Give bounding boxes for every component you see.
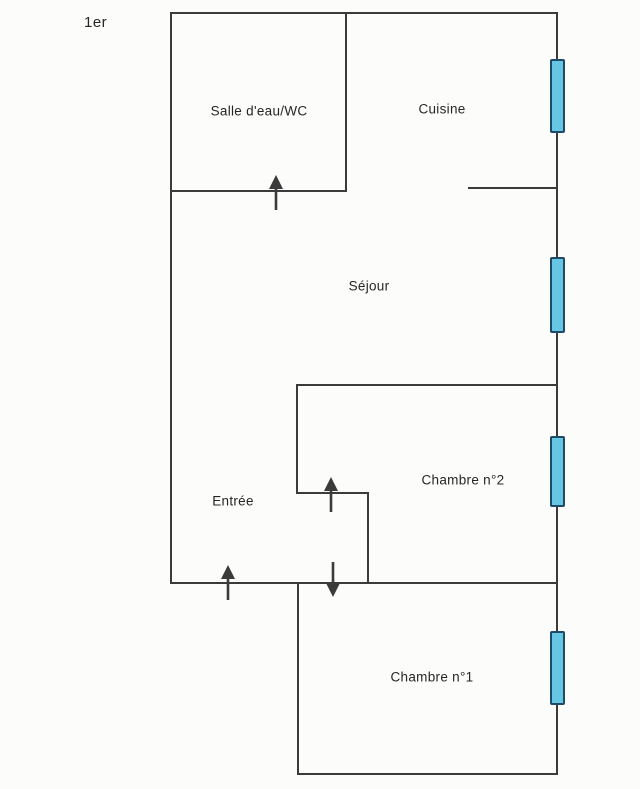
floor-label: 1er bbox=[84, 14, 108, 31]
wall-chambre2-top bbox=[296, 384, 558, 386]
wall-chambre2-jog-v bbox=[367, 492, 369, 584]
wall-cuisine-divider bbox=[468, 187, 558, 189]
room-label-chambre1: Chambre n°1 bbox=[390, 669, 474, 685]
room-label-cuisine: Cuisine bbox=[418, 101, 466, 117]
window-icon bbox=[550, 59, 565, 133]
wall-outer-left bbox=[170, 12, 172, 584]
wall-chambre2-left bbox=[296, 384, 298, 494]
window-icon bbox=[550, 631, 565, 705]
wall-outer-top bbox=[170, 12, 558, 14]
door-arrow-up-icon bbox=[324, 477, 338, 512]
room-label-chambre2: Chambre n°2 bbox=[421, 472, 505, 488]
wall-outer-bottom-mid bbox=[170, 582, 558, 584]
wall-chambre1-left bbox=[297, 582, 299, 775]
window-icon bbox=[550, 436, 565, 507]
door-arrow-up-icon bbox=[221, 565, 235, 600]
room-label-sejour: Séjour bbox=[348, 278, 390, 294]
wall-outer-right bbox=[556, 12, 558, 775]
room-label-entree: Entrée bbox=[212, 493, 254, 509]
door-arrow-down-icon bbox=[326, 562, 340, 597]
wall-salledeau-right bbox=[345, 12, 347, 192]
window-icon bbox=[550, 257, 565, 333]
wall-chambre2-jog-h bbox=[296, 492, 369, 494]
room-label-salle-deau: Salle d'eau/WC bbox=[210, 103, 308, 119]
door-arrow-up-icon bbox=[269, 175, 283, 210]
wall-chambre1-bottom bbox=[297, 773, 558, 775]
wall-salledeau-bottom bbox=[170, 190, 347, 192]
